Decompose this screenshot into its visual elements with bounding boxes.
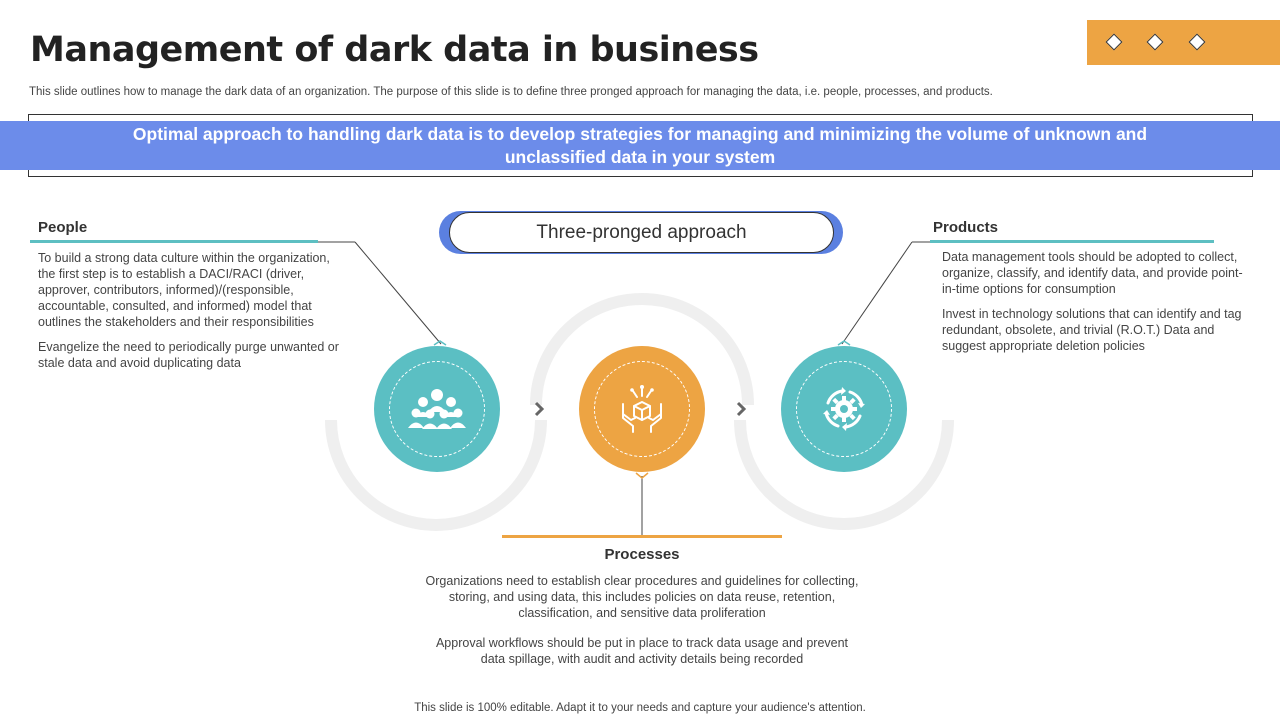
people-text: To build a strong data culture within th… <box>38 250 348 380</box>
processes-divider <box>502 535 782 538</box>
people-paragraph: To build a strong data culture within th… <box>38 251 330 329</box>
gear-cycle-icon <box>823 387 865 431</box>
products-text: Data management tools should be adopted … <box>942 249 1247 363</box>
chevron-right-icon <box>534 401 545 417</box>
center-pill-label: Three-pronged approach <box>536 221 747 243</box>
processes-heading: Processes <box>604 546 680 563</box>
processes-circle <box>579 346 705 472</box>
people-divider <box>30 240 318 243</box>
people-circle <box>374 346 500 472</box>
slide-subtitle: This slide outlines how to manage the da… <box>29 86 993 98</box>
center-pill: Three-pronged approach <box>449 212 834 253</box>
products-circle <box>781 346 907 472</box>
products-heading: Products <box>933 219 999 236</box>
people-paragraph: Evangelize the need to periodically purg… <box>38 340 339 370</box>
key-message-banner: Optimal approach to handling dark data i… <box>0 121 1280 170</box>
people-group-icon <box>408 389 466 429</box>
products-paragraph: Data management tools should be adopted … <box>942 250 1243 296</box>
processes-paragraph: Organizations need to establish clear pr… <box>425 574 859 620</box>
products-connector-line <box>841 241 913 345</box>
footer-note: This slide is 100% editable. Adapt it to… <box>414 702 866 714</box>
processes-paragraph: Approval workflows should be put in plac… <box>435 636 849 666</box>
people-connector-line <box>354 241 442 345</box>
slide-title: Management of dark data in business <box>30 30 759 70</box>
people-heading: People <box>38 219 88 236</box>
processes-text: Organizations need to establish clear pr… <box>425 573 859 676</box>
chevron-right-icon <box>736 401 747 417</box>
hands-box-icon <box>622 385 662 433</box>
right-arc <box>734 419 954 530</box>
center-arc <box>530 293 754 406</box>
key-message-text: Optimal approach to handling dark data i… <box>132 123 1148 167</box>
decorative-banner <box>1087 20 1280 65</box>
products-paragraph: Invest in technology solutions that can … <box>942 307 1242 353</box>
left-arc <box>325 419 547 531</box>
products-divider <box>930 240 1214 243</box>
